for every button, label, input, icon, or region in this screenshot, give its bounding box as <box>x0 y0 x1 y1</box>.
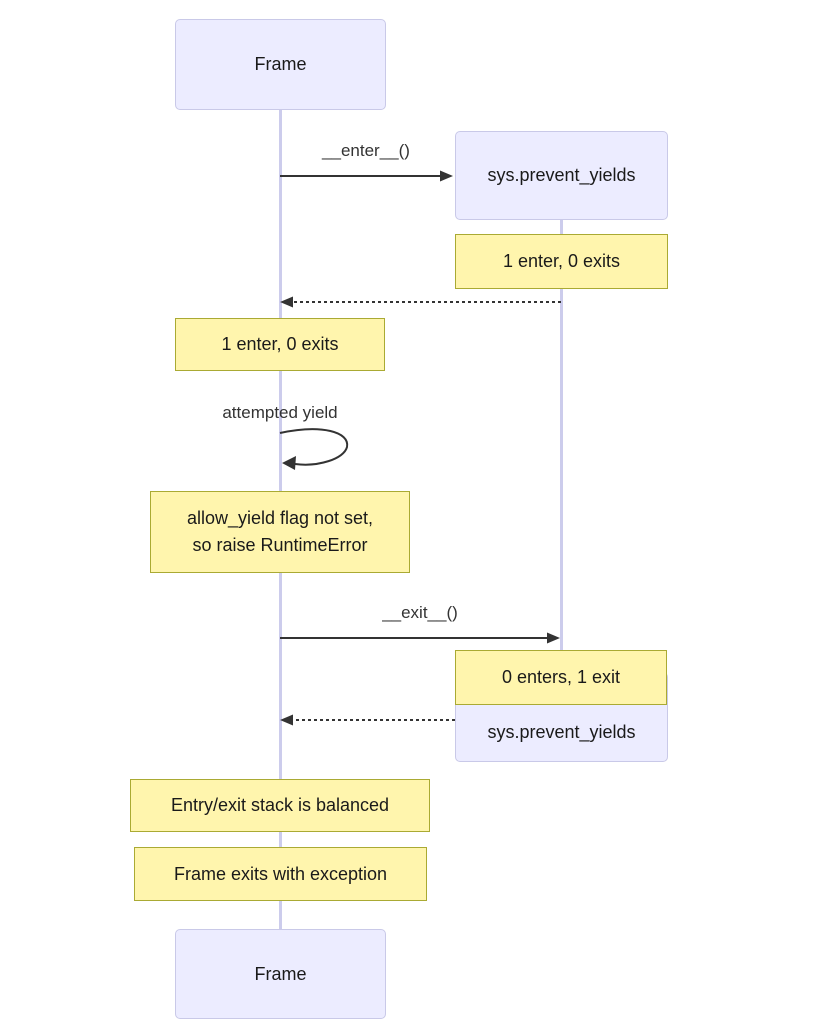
exit-message-label: __exit__() <box>382 603 458 622</box>
enter-return-arrow <box>280 296 561 308</box>
actor-frame-top: Frame <box>175 19 386 110</box>
actor-sys-top-label: sys.prevent_yields <box>487 165 636 185</box>
note-frame-stack-balanced: Entry/exit stack is balanced <box>130 779 430 832</box>
actor-frame-bottom-label: Frame <box>254 963 307 984</box>
note-sys-exit-count: 0 enters, 1 exit <box>455 650 667 705</box>
self-message-arrow <box>279 428 349 470</box>
note-frame-enter-count: 1 enter, 0 exits <box>175 318 385 371</box>
note-frame-runtime-error: allow_yield flag not set, so raise Runti… <box>150 491 410 573</box>
enter-message-label: __enter__() <box>322 141 410 160</box>
actor-frame-top-label: Frame <box>254 54 307 74</box>
actor-frame-bottom: Frame <box>175 929 386 1019</box>
note-sys-enter-count: 1 enter, 0 exits <box>455 234 668 289</box>
enter-message-arrow <box>280 170 453 182</box>
actor-sys-bottom-label: sys.prevent_yields <box>487 722 636 742</box>
note-frame-exits-exception: Frame exits with exception <box>134 847 427 901</box>
actor-sys-top: sys.prevent_yields <box>455 131 668 220</box>
self-message-label: attempted yield <box>222 403 338 422</box>
exit-return-arrow <box>280 714 455 726</box>
exit-message-arrow <box>280 632 560 644</box>
